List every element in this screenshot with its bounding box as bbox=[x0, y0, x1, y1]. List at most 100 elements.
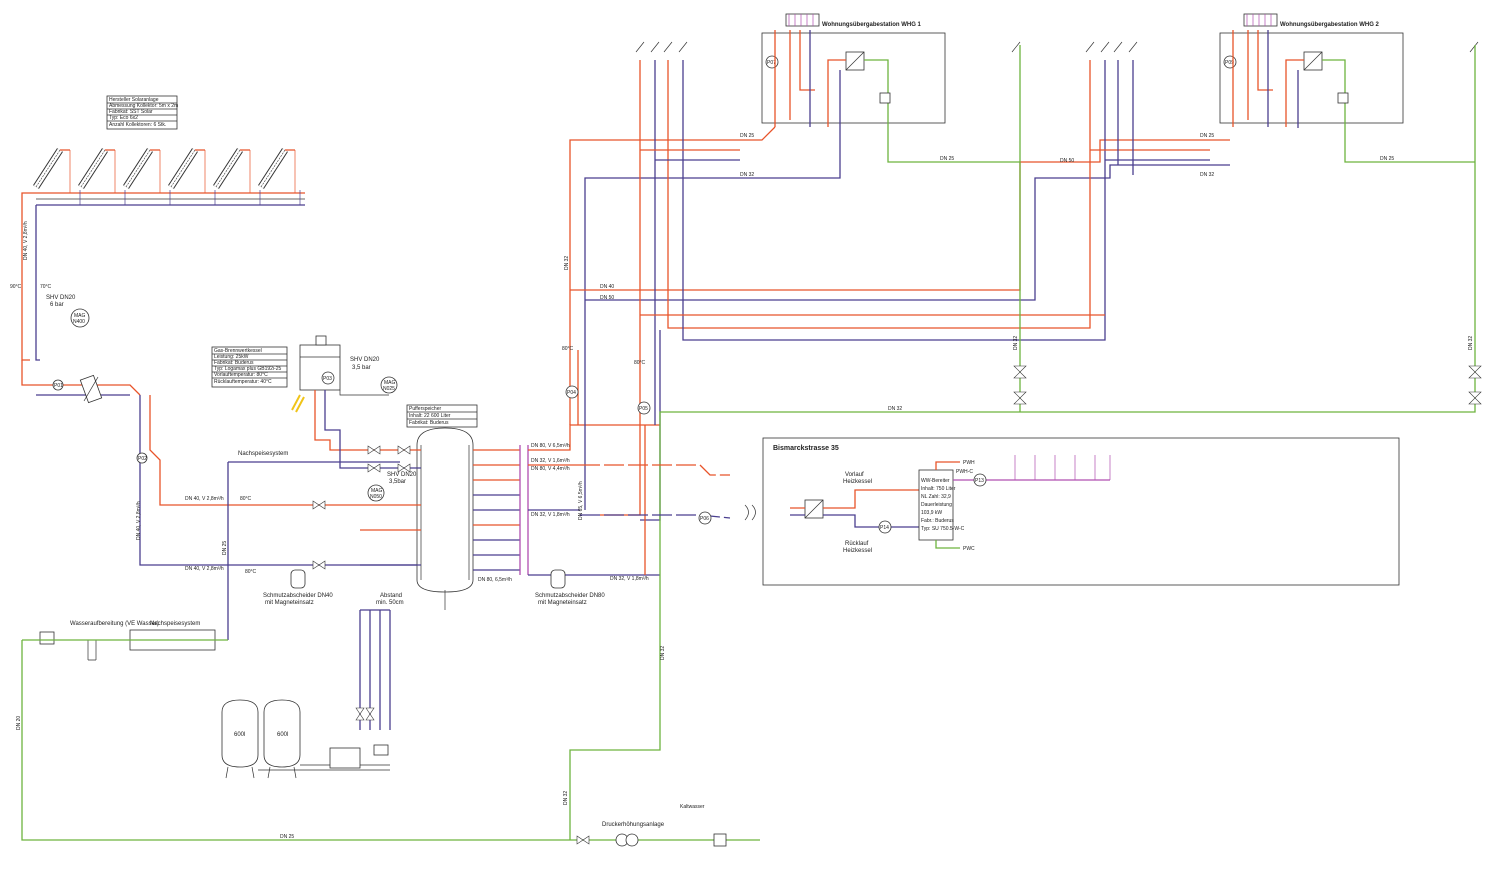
dn32-green-v3: DN 32 bbox=[1468, 336, 1474, 350]
temp-70-label: 70°C bbox=[40, 284, 52, 290]
buffer-tank-body bbox=[416, 427, 474, 593]
buffer-info-box bbox=[406, 404, 478, 428]
water-meter-icon bbox=[39, 631, 55, 645]
bismarck-title: Bismarckstrasse 35 bbox=[773, 445, 839, 452]
pipe-dn32-b: DN 32, V 1,8m³/h bbox=[531, 512, 570, 518]
solar-circuit: 90°C 70°C SHV DN20 6 bar MAG N400 P01 P0… bbox=[10, 192, 420, 566]
ruecklauf-label2: Heizkessel bbox=[843, 548, 872, 554]
dirt-separator-dn40 bbox=[290, 569, 306, 589]
expansion-tank-1 bbox=[221, 699, 259, 768]
pump-p03-icon bbox=[321, 371, 335, 385]
whg2-distributor bbox=[1243, 13, 1278, 27]
dn50-label: DN 50 bbox=[600, 295, 614, 301]
tank1-size: 600l bbox=[234, 732, 245, 738]
pump-p14-icon bbox=[878, 520, 892, 534]
mag-n400 bbox=[70, 308, 90, 328]
solar-info-line-4: Anzahl Kollektoren: 6 Stk. bbox=[109, 122, 166, 128]
solar-collector-2 bbox=[78, 148, 108, 189]
expansion-tank-2 bbox=[263, 699, 301, 768]
tank-info-0: WW-Bereiter bbox=[921, 478, 950, 484]
temp-80-d: 80°C bbox=[634, 360, 646, 366]
tank-info-2: NL Zahl: 32,9 bbox=[921, 494, 951, 500]
whg1-distributor bbox=[785, 13, 820, 27]
dirt-separator-left: Schmutzabscheider DN40 mit Magneteinsatz bbox=[263, 569, 333, 606]
pipe-dn80-b: DN 80, V 4,4m³/h bbox=[531, 466, 570, 472]
make-up-top: Nachspeisesystem DN 25 DN 40, V 2,8m³/h … bbox=[185, 451, 400, 640]
whg2-station: Wohnungsübergabestation WHG 2 P09 bbox=[1219, 13, 1404, 128]
boiler-mag-size: N025 bbox=[383, 386, 395, 392]
break-mark bbox=[744, 504, 756, 521]
buffer-info-line-1: Inhalt: 22 600 Liter bbox=[409, 413, 451, 419]
shv-dn20-label: SHV DN20 bbox=[46, 295, 76, 301]
dhw-tank bbox=[918, 469, 954, 541]
dn25-green-whg2: DN 25 bbox=[1380, 156, 1394, 162]
pump-p02-label: P02 bbox=[138, 456, 147, 462]
boiler-shv-bar: 3,5 bar bbox=[352, 365, 371, 371]
dn32-green-v2: DN 32 bbox=[1013, 336, 1019, 350]
mag-label: MAG bbox=[74, 313, 86, 319]
whg1-station: Wohnungsübergabestation WHG 1 P07 bbox=[761, 13, 946, 128]
vorlauf-label2: Heizkessel bbox=[843, 479, 872, 485]
pipe-dn80-a: DN 80, V 6,5m³/h bbox=[531, 443, 570, 449]
pipe-dn65: DN 65, V 6,5m³/h bbox=[578, 481, 584, 520]
abstand-value: min. 50cm bbox=[376, 600, 404, 606]
boiler-info-line-5: Rücklauftemperatur: 40°C bbox=[214, 379, 272, 385]
boiler-body bbox=[299, 344, 341, 391]
buffer-mag bbox=[367, 484, 385, 502]
dn32-green-vert: DN 32 bbox=[660, 646, 666, 660]
shv-6bar-label: 6 bar bbox=[50, 302, 64, 308]
boiler-mag-label: MAG bbox=[384, 380, 396, 386]
boiler-info-line-2: Fabrikat: Buderus bbox=[214, 360, 254, 366]
gas-boiler: Gas-Brennwertkessel Leistung: 25kW Fabri… bbox=[211, 335, 400, 469]
pipe-label-solar-left2: DN 40, V 2,8m³/h bbox=[136, 501, 142, 540]
dirt-sep-right-label2: mit Magneteinsatz bbox=[538, 600, 587, 606]
tank-info-1: Inhalt: 750 Liter bbox=[921, 486, 956, 492]
dn32-whg2: DN 32 bbox=[1200, 172, 1214, 178]
pump-p14-label: P14 bbox=[880, 525, 889, 531]
whg1-title: Wohnungsübergabestation WHG 1 bbox=[822, 22, 922, 28]
tank-info-5: Fabr.: Buderus bbox=[921, 518, 954, 524]
pressure-unit bbox=[329, 747, 361, 769]
solar-collector-1 bbox=[33, 148, 63, 189]
dn25-bottom-label: DN 25 bbox=[280, 834, 294, 840]
pwc-label: PWC bbox=[963, 546, 975, 552]
nachspeise-top-label: Nachspeisesystem bbox=[238, 451, 288, 457]
boiler-info-line-3: Typ: Logamax plus GB192i-25 bbox=[214, 366, 281, 372]
pump-p05-label: P05 bbox=[639, 406, 648, 412]
cold-water-network: DN 32 DN 25 DN 25 DN 32 DN 32 DN 32 DN 3… bbox=[563, 45, 1476, 847]
boiler-info-line-4: Vorlauftemperatur: 80°C bbox=[214, 372, 268, 378]
buffer-info-line-2: Fabrikat: Buderus bbox=[409, 420, 449, 426]
pipe-dn32-c: DN 32, V 1,8m³/h bbox=[610, 576, 649, 582]
boiler-info-line-0: Gas-Brennwertkessel bbox=[214, 348, 262, 354]
buffer-tank: Pufferspeicher Inhalt: 22 600 Liter Fabr… bbox=[359, 404, 478, 730]
dn25-whg1-a: DN 25 bbox=[740, 133, 754, 139]
temp-80-b: 80°C bbox=[245, 569, 257, 575]
buffer-shv-bar: 3,5bar bbox=[389, 479, 406, 485]
heating-manifold: DN 80, V 6,5m³/h DN 32, V 1,6m³/h DN 80,… bbox=[473, 424, 660, 606]
pipe-dn40-b: DN 40, V 2,8m³/h bbox=[185, 566, 224, 572]
solar-collector-field: Hersteller Solaranlage Abmessung Kollekt… bbox=[33, 95, 305, 206]
pump-p04-icon bbox=[565, 385, 579, 399]
solar-info-line-3: Typ: Eco 6x2 bbox=[109, 115, 138, 121]
nachspeise-bottom-label: Nachspeisesystem bbox=[150, 621, 200, 627]
pwh-label: PWH bbox=[963, 460, 975, 466]
pump-p01-icon bbox=[52, 379, 64, 391]
pump-p06-icon bbox=[698, 511, 712, 525]
dirt-separator-dn80 bbox=[550, 569, 566, 589]
dn25-green-whg1: DN 25 bbox=[940, 156, 954, 162]
solar-info-box bbox=[106, 95, 178, 130]
pipe-dn32-a: DN 32, V 1,6m³/h bbox=[531, 458, 570, 464]
dn25-left-label: DN 25 bbox=[222, 541, 228, 555]
pipe-label-solar-left: DN 40, V 2,8m³/h bbox=[23, 221, 29, 260]
pump-p09-label: P09 bbox=[1225, 60, 1234, 66]
pwhc-label: PWH-C bbox=[956, 469, 973, 475]
whg2-title: Wohnungsübergabestation WHG 2 bbox=[1280, 22, 1380, 28]
boiler-mag bbox=[380, 376, 398, 394]
pump-p01-label: P01 bbox=[54, 383, 63, 389]
dn32-riser-label: DN 32 bbox=[564, 256, 570, 270]
solar-collector-5 bbox=[213, 148, 243, 189]
pump-p07-label: P07 bbox=[767, 60, 776, 66]
pump-p06-label: P06 bbox=[700, 516, 709, 522]
pipe-dn40-a: DN 40, V 2,8m³/h bbox=[185, 496, 224, 502]
